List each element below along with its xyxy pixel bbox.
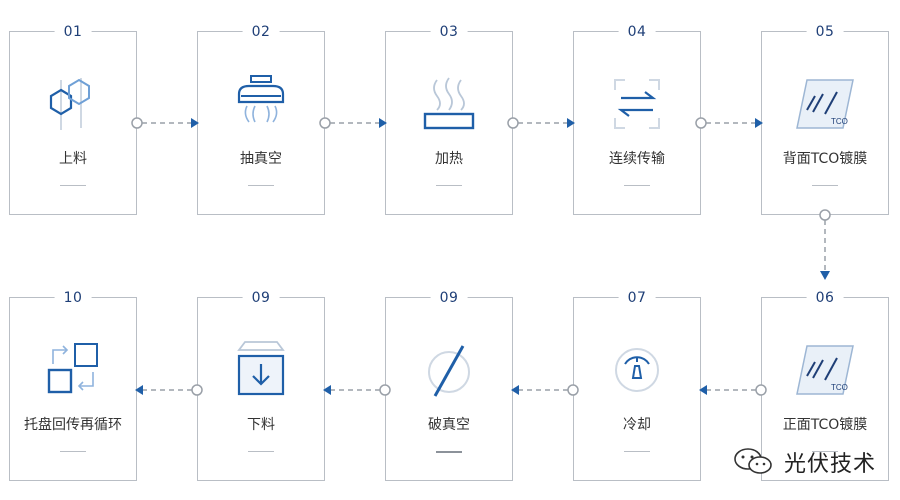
connector-01-02 (131, 117, 199, 129)
divider (624, 451, 650, 452)
step-label: 背面TCO镀膜 (782, 151, 868, 167)
step-label: 托盘回传再循环 (24, 417, 122, 433)
tco-glass-icon: TCO (796, 345, 854, 395)
slash-circle-icon (428, 345, 470, 397)
step-label: 加热 (435, 151, 463, 167)
transfer-arrows-icon (614, 79, 660, 129)
connector-02-03 (319, 117, 387, 129)
step-card-02: 02 抽真空 (197, 22, 325, 215)
step-card-04: 04 连续传输 (573, 22, 701, 215)
step-number: 10 (54, 288, 92, 308)
divider (60, 185, 86, 186)
divider (60, 451, 86, 452)
step-number: 02 (242, 22, 280, 42)
step-card-03: 03 加热 (385, 22, 513, 215)
connector-06-07 (699, 384, 767, 396)
wechat-icon (734, 448, 772, 474)
step-number: 09 (242, 288, 280, 308)
gauge-icon (615, 348, 659, 392)
step-number: 04 (618, 22, 656, 42)
connector-09-10 (135, 384, 203, 396)
step-number: 06 (806, 288, 844, 308)
divider (248, 451, 274, 452)
step-number: 05 (806, 22, 844, 42)
step-number: 03 (430, 22, 468, 42)
step-number: 01 (54, 22, 92, 42)
connector-05-06 (819, 209, 831, 280)
unload-box-icon (237, 341, 285, 396)
watermark: 光伏技术 (732, 446, 892, 477)
vacuum-pump-icon (237, 75, 285, 123)
svg-text:TCO: TCO (831, 117, 848, 126)
divider (248, 185, 274, 186)
connector-07-09 (511, 384, 579, 396)
divider (812, 185, 838, 186)
step-card-05: 05 TCO 背面TCO镀膜 (761, 22, 889, 215)
connector-04-05 (695, 117, 763, 129)
divider (436, 185, 462, 186)
divider (812, 451, 838, 452)
step-label: 抽真空 (240, 151, 282, 167)
step-card-09-unload: 09 下料 (197, 288, 325, 481)
step-number: 07 (618, 288, 656, 308)
svg-text:TCO: TCO (831, 383, 848, 392)
step-card-01: 01 上料 (9, 22, 137, 215)
step-label: 上料 (59, 151, 87, 167)
step-card-07: 07 冷却 (573, 288, 701, 481)
connector-03-04 (507, 117, 575, 129)
divider (624, 185, 650, 186)
step-card-06: 06 TCO 正面TCO镀膜 (761, 288, 889, 481)
step-number: 09 (430, 288, 468, 308)
tco-glass-icon: TCO (796, 79, 854, 129)
step-label: 破真空 (428, 417, 470, 433)
step-label: 正面TCO镀膜 (782, 417, 868, 433)
watermark-text: 光伏技术 (784, 452, 877, 477)
divider (436, 451, 462, 453)
hexagon-pair-icon (49, 78, 90, 130)
step-label: 连续传输 (609, 151, 665, 167)
connector-09-09 (323, 384, 391, 396)
step-card-10: 10 托盘回传再循环 (9, 288, 137, 481)
step-label: 冷却 (623, 417, 651, 433)
heating-icon (423, 77, 475, 130)
step-card-09-vent: 09 破真空 (385, 288, 513, 481)
step-label: 下料 (247, 417, 275, 433)
tray-recycle-icon (47, 343, 98, 394)
